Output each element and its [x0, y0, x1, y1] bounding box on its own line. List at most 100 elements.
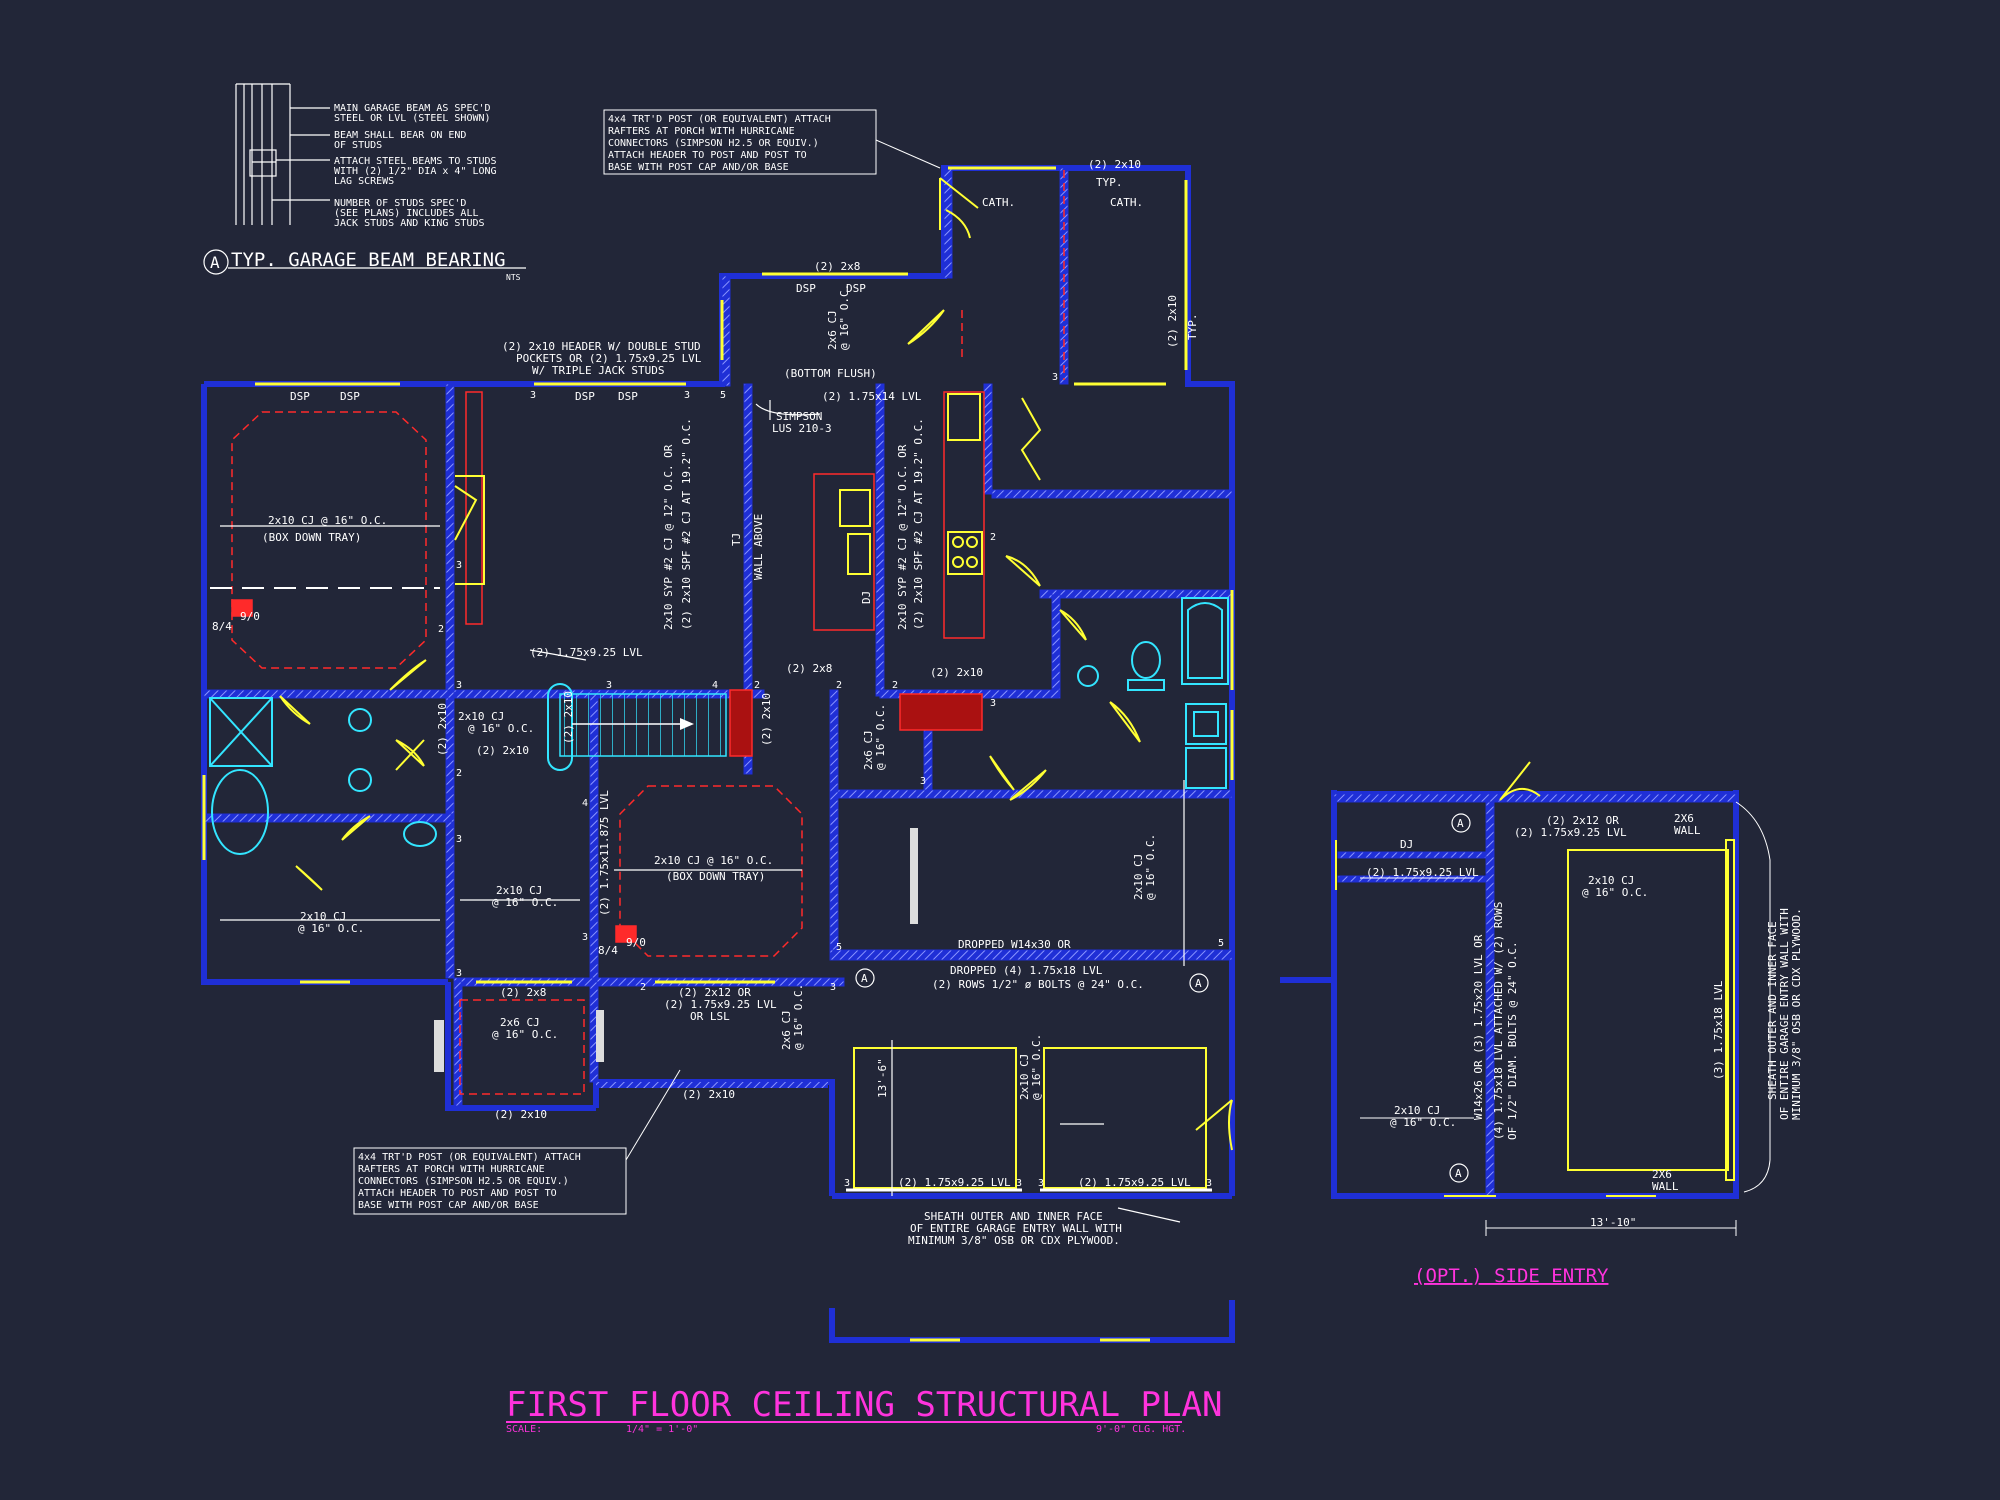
side-lvl-label: (2) 1.75x9.25 LVL: [1366, 866, 1479, 879]
side-beam-note: OF 1/2" DIAM. BOLTS @ 24" O.C.: [1506, 941, 1519, 1140]
detail-marker: A: [210, 253, 220, 272]
bottom-flush-label: (BOTTOM FLUSH): [784, 367, 877, 380]
side-wall-label: 2X6: [1652, 1168, 1672, 1181]
svg-text:A: A: [1455, 1167, 1462, 1180]
dim-label: 9/0: [240, 610, 260, 623]
porch-2x10-label: (2) 2x10: [494, 1108, 547, 1121]
cj-hall-label: @ 16" O.C.: [298, 922, 364, 935]
side-header-label: (2) 2x12 OR: [1546, 814, 1619, 827]
svg-text:CONNECTORS (SIMPSON H2.5 OR EQ: CONNECTORS (SIMPSON H2.5 OR EQUIV.): [358, 1176, 569, 1187]
detail-note: ATTACH STEEL BEAMS TO STUDS: [334, 156, 497, 167]
hall-2x8-label: (2) 2x8: [786, 662, 832, 675]
lvl-2x12-label: (2) 2x12 OR: [678, 986, 751, 999]
dim-label: 8/4: [212, 620, 232, 633]
tj-beam: [910, 828, 918, 924]
svg-text:RAFTERS AT PORCH WITH HURRICAN: RAFTERS AT PORCH WITH HURRICANE: [358, 1164, 545, 1175]
door-lvl-label: (2) 1.75x9.25 LVL: [898, 1176, 1011, 1189]
detail-note: STEEL OR LVL (STEEL SHOWN): [334, 113, 491, 124]
lvl-2x12-label: OR LSL: [690, 1010, 730, 1023]
tj-label: TJ: [730, 533, 743, 546]
porch-2x8-label: (2) 2x8: [500, 986, 546, 999]
side-wall-label: 2X6: [1674, 812, 1694, 825]
dj-label: DJ: [860, 591, 873, 604]
svg-text:3: 3: [1206, 1178, 1212, 1189]
plan-labels: CATH. CATH. TYP. (2) 2x10 (2) 2x10 TYP. …: [212, 158, 1199, 1247]
svg-text:3: 3: [456, 560, 462, 571]
detail-note: BEAM SHALL BEAR ON END: [334, 130, 466, 141]
side-cj-label: 2x10 CJ: [1394, 1104, 1440, 1117]
cj-bath-label: 2x10 CJ: [496, 884, 542, 897]
sheath-note: SHEATH OUTER AND INNER FACE: [924, 1210, 1103, 1223]
dropped-note: DROPPED (4) 1.75x18 LVL: [950, 964, 1103, 977]
porch-cj-label: @ 16" O.C.: [492, 1028, 558, 1041]
sheath-note: MINIMUM 3/8" OSB OR CDX PLYWOOD.: [908, 1234, 1120, 1247]
svg-text:3: 3: [684, 390, 690, 401]
detail-note: MAIN GARAGE BEAM AS SPEC'D: [334, 103, 491, 114]
porch-note-box: [353, 1147, 627, 1215]
svg-text:ATTACH HEADER TO POST AND POST: ATTACH HEADER TO POST AND POST TO: [358, 1188, 557, 1199]
svg-text:3: 3: [1052, 372, 1058, 383]
porch-note-bottom: 4x4 TRT'D POST (OR EQUIVALENT) ATTACH RA…: [358, 1152, 581, 1211]
ceiling-height: 9'-0" CLG. HGT.: [1096, 1424, 1186, 1435]
garage-cj-label: 2x10 CJ: [1018, 1054, 1031, 1100]
door-lvl-label: (2) 1.75x9.25 LVL: [1078, 1176, 1191, 1189]
hdr-label: (2) 2x10: [760, 693, 773, 746]
svg-text:3: 3: [582, 932, 588, 943]
svg-text:4x4 TRT'D POST (OR EQUIVALENT): 4x4 TRT'D POST (OR EQUIVALENT) ATTACH: [608, 114, 831, 125]
svg-text:2: 2: [990, 532, 996, 543]
svg-text:3: 3: [456, 680, 462, 691]
detail-notes: MAIN GARAGE BEAM AS SPEC'D STEEL OR LVL …: [334, 103, 497, 229]
hdr-label: (2) 2x10: [436, 703, 449, 756]
svg-text:2: 2: [836, 680, 842, 691]
scale-value: 1/4" = 1'-0": [626, 1424, 698, 1435]
simpson-label: LUS 210-3: [772, 422, 832, 435]
stud-numbers: 3 3 5 3 2 3 2 3 4 2 2 2 3 3 2 3 4 3 3 2 …: [438, 372, 1224, 1189]
simpson-label: SIMPSON: [776, 410, 822, 423]
cj-note: (2) 2x10 SPF #2 CJ AT 19.2" O.C.: [680, 418, 693, 630]
svg-text:5: 5: [720, 390, 726, 401]
porch-post-right: [596, 1010, 604, 1062]
detail-note: WITH (2) 1/2" DIA x 4" LONG: [334, 166, 497, 177]
side-sheath-note: SHEATH OUTER AND INNER FACE: [1766, 921, 1779, 1100]
svg-text:BASE WITH POST CAP AND/OR BASE: BASE WITH POST CAP AND/OR BASE: [608, 162, 789, 173]
svg-text:3: 3: [606, 680, 612, 691]
svg-text:4x4 TRT'D POST (OR EQUIVALENT): 4x4 TRT'D POST (OR EQUIVALENT) ATTACH: [358, 1152, 581, 1163]
garage-cj-label: @ 16" O.C.: [1030, 1034, 1043, 1100]
cj-note: 2x10 SYP #2 CJ @ 12" O.C. OR: [896, 444, 909, 630]
svg-text:3: 3: [920, 776, 926, 787]
svg-text:A: A: [861, 972, 868, 985]
side-cj-label: 2x10 CJ: [1588, 874, 1634, 887]
plan-title: FIRST FLOOR CEILING STRUCTURAL PLAN: [506, 1385, 1222, 1425]
typ-side-label: TYP.: [1186, 314, 1199, 341]
svg-text:BASE WITH POST CAP AND/OR BASE: BASE WITH POST CAP AND/OR BASE: [358, 1200, 539, 1211]
svg-text:5: 5: [836, 942, 842, 953]
svg-text:2: 2: [438, 624, 444, 635]
wall-above-label: WALL ABOVE: [752, 514, 765, 580]
svg-text:2: 2: [456, 768, 462, 779]
header-note: (2) 2x10 HEADER W/ DOUBLE STUD: [502, 340, 701, 353]
side-entry-fixtures: [1335, 761, 1735, 1197]
cj-bath-label: @ 16" O.C.: [492, 896, 558, 909]
detail-note: OF STUDS: [334, 140, 382, 151]
cj-vert-label: @ 16" O.C.: [874, 704, 887, 770]
svg-text:3: 3: [456, 834, 462, 845]
dimension-lines: [220, 400, 1185, 1223]
svg-text:2: 2: [640, 982, 646, 993]
bed-cj-label: (BOX DOWN TRAY): [262, 531, 361, 544]
lvl-9-label: (2) 1.75x9.25 LVL: [530, 646, 643, 659]
porch-2x10-side-label: (2) 2x10: [1166, 295, 1179, 348]
porch-cj-label: 2x6 CJ: [500, 1016, 540, 1029]
cj-note: (2) 2x10 SPF #2 CJ AT 19.2" O.C.: [912, 418, 925, 630]
garage-doors: [846, 1047, 1212, 1192]
cath-label: CATH.: [982, 196, 1015, 209]
red-fixtures: [231, 391, 985, 943]
dsp-label: DSP: [340, 390, 360, 403]
windows: [202, 166, 1234, 1342]
svg-text:RAFTERS AT PORCH WITH HURRICAN: RAFTERS AT PORCH WITH HURRICANE: [608, 126, 795, 137]
side-sheath-note: MINIMUM 3/8" OSB OR CDX PLYWOOD.: [1790, 908, 1803, 1120]
side-lvl-right: (3) 1.75x18 LVL: [1712, 980, 1725, 1080]
dsp-label: DSP: [846, 282, 866, 295]
side-dim-label: 13'-10": [1590, 1216, 1636, 1229]
cj-vert-label: @ 16" O.C.: [792, 984, 805, 1050]
